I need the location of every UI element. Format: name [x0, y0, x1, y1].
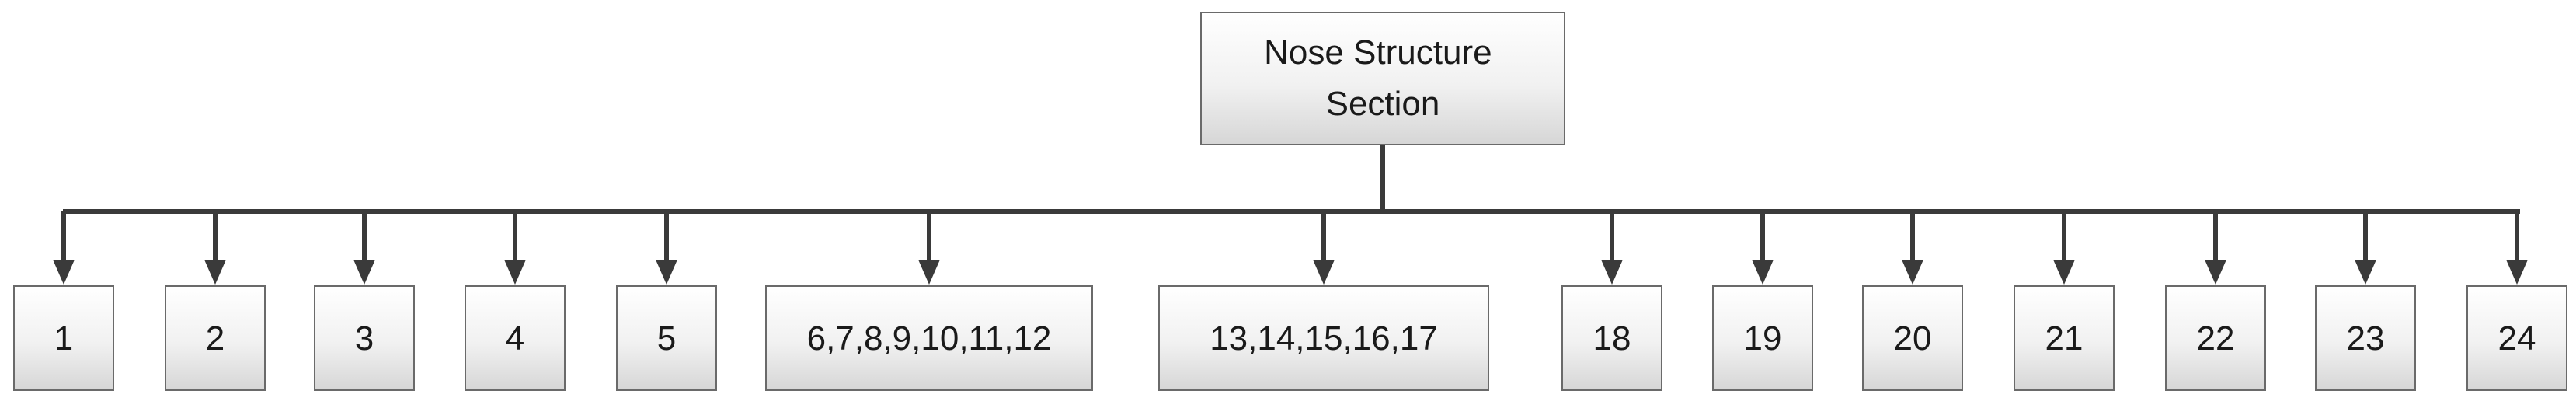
child-node-label: 6,7,8,9,10,11,12	[807, 319, 1052, 358]
child-node: 21	[2014, 285, 2115, 391]
child-node-label: 22	[2197, 319, 2235, 358]
arrowhead-icon	[2506, 260, 2528, 285]
child-node-box	[2315, 285, 2416, 391]
child-node: 23	[2315, 285, 2416, 391]
root-node-label: Nose Structure Section	[1264, 33, 1502, 123]
child-node-box	[165, 285, 266, 391]
child-node: 20	[1862, 285, 1963, 391]
root-node-box	[1200, 12, 1565, 145]
child-node-box	[1862, 285, 1963, 391]
child-node-box	[2014, 285, 2115, 391]
child-node-label: 18	[1593, 319, 1631, 358]
child-node-box	[1712, 285, 1813, 391]
child-node-box	[2466, 285, 2567, 391]
arrowhead-icon	[918, 260, 940, 285]
child-node-box	[1158, 285, 1489, 391]
child-node: 24	[2466, 285, 2567, 391]
child-node-label: 1	[54, 319, 73, 358]
child-node-box	[13, 285, 114, 391]
child-node-label: 4	[506, 319, 524, 358]
arrowhead-icon	[656, 260, 677, 285]
child-node: 6,7,8,9,10,11,12	[765, 285, 1093, 391]
arrowhead-icon	[1752, 260, 1774, 285]
child-node-label: 23	[2347, 319, 2385, 358]
child-node: 13,14,15,16,17	[1158, 285, 1489, 391]
arrowhead-icon	[504, 260, 526, 285]
root-label-line-1: Nose Structure	[1264, 33, 1492, 72]
arrowhead-icon	[1902, 260, 1923, 285]
arrowhead-icon	[204, 260, 226, 285]
child-connector-group	[53, 211, 2528, 285]
child-node-label: 21	[2045, 319, 2083, 358]
arrowhead-icon	[2205, 260, 2226, 285]
arrowhead-icon	[53, 260, 75, 285]
child-node-box	[765, 285, 1093, 391]
child-node: 3	[314, 285, 415, 391]
child-node-box	[2165, 285, 2266, 391]
connectors	[53, 145, 2528, 285]
child-node-label: 20	[1894, 319, 1932, 358]
root-node: Nose Structure Section	[1200, 12, 1565, 145]
child-node-box	[465, 285, 566, 391]
child-node-box	[1561, 285, 1662, 391]
root-label-line-2: Section	[1326, 85, 1440, 123]
arrowhead-icon	[1313, 260, 1335, 285]
child-node: 4	[465, 285, 566, 391]
child-node: 19	[1712, 285, 1813, 391]
child-node-label: 19	[1744, 319, 1782, 358]
child-node: 22	[2165, 285, 2266, 391]
child-nodes: 1 2 3 4 5 6,7,8,9,10,11,12 13,14,15,16,1…	[13, 285, 2567, 391]
child-node: 5	[616, 285, 717, 391]
child-node: 18	[1561, 285, 1662, 391]
child-node-box	[616, 285, 717, 391]
child-node-label: 2	[206, 319, 225, 358]
child-node-label: 5	[657, 319, 676, 358]
arrowhead-icon	[2355, 260, 2376, 285]
child-node: 2	[165, 285, 266, 391]
child-node-label: 13,14,15,16,17	[1210, 319, 1438, 358]
arrowhead-icon	[1601, 260, 1623, 285]
child-node: 1	[13, 285, 114, 391]
child-node-label: 24	[2498, 319, 2536, 358]
arrowhead-icon	[2053, 260, 2075, 285]
arrowhead-icon	[353, 260, 375, 285]
child-node-box	[314, 285, 415, 391]
child-node-label: 3	[355, 319, 374, 358]
